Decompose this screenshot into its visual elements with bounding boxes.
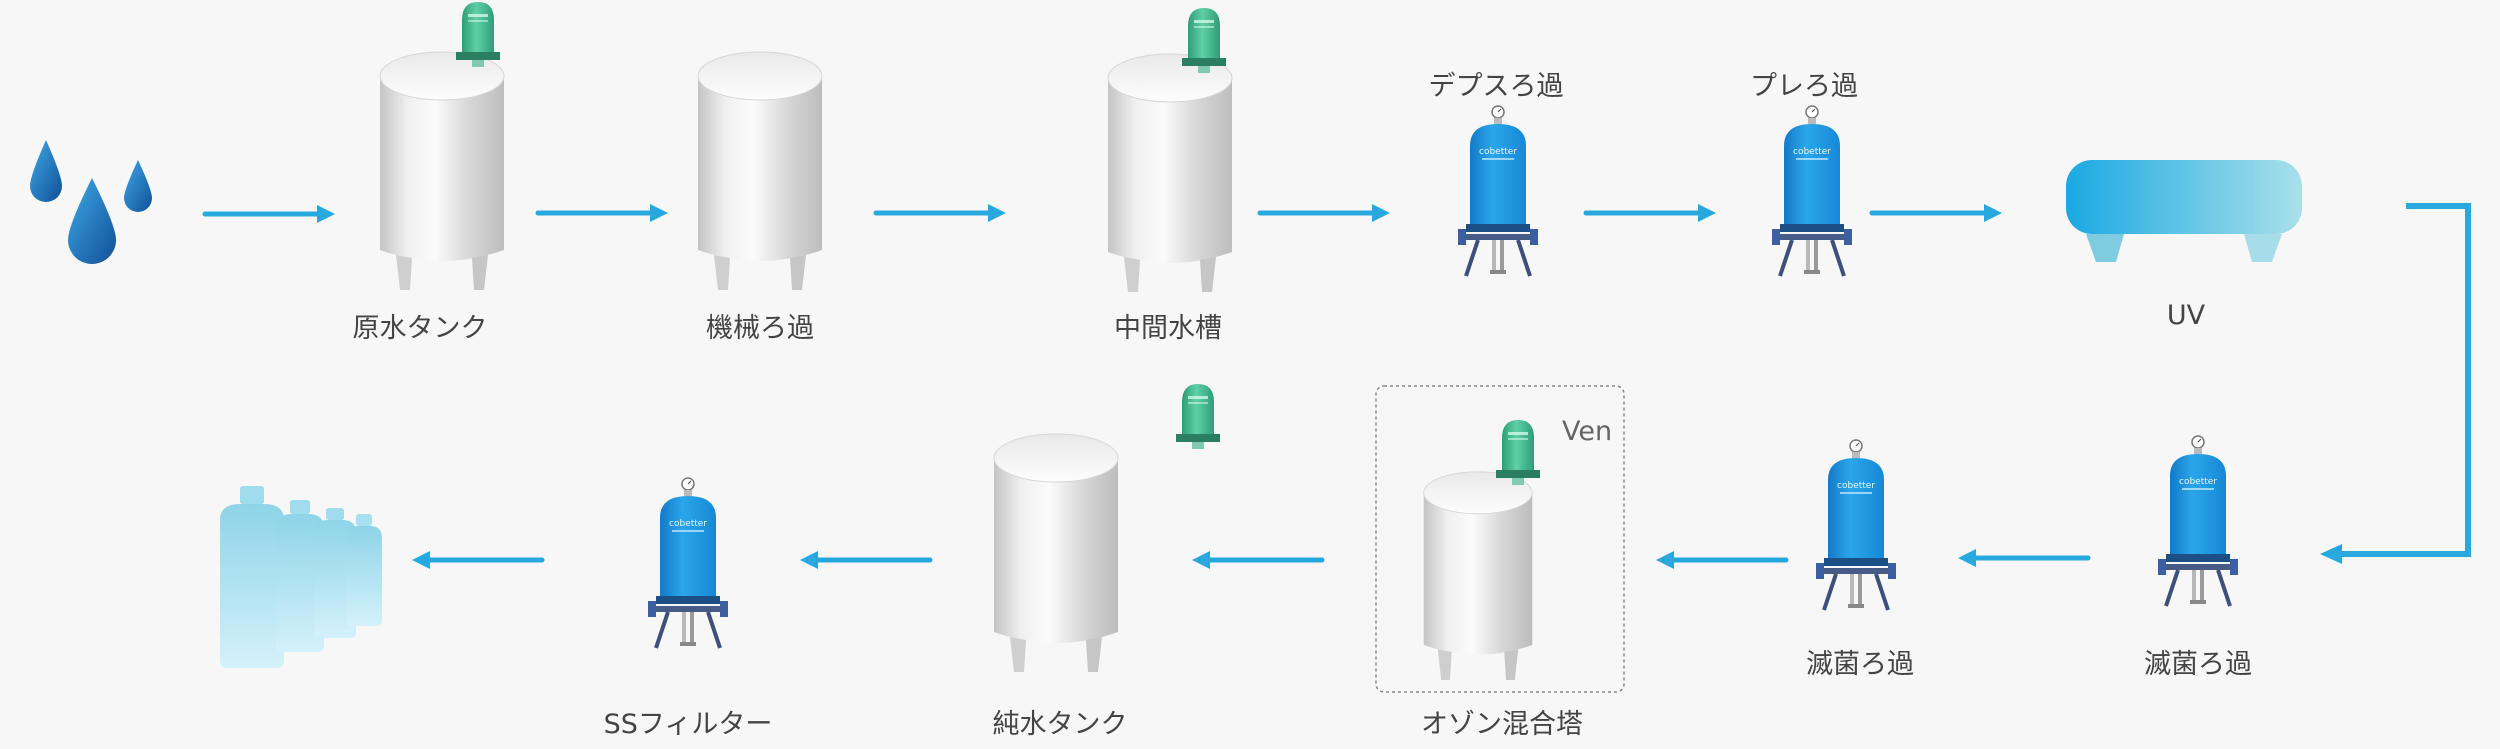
flow-connector-right <box>2320 203 2471 564</box>
label-ozone-mixing-tower: オゾン混合塔 <box>1421 709 1583 740</box>
ss-filter-housing <box>646 476 730 650</box>
label-pre-filtration: プレろ過 <box>1750 71 1858 102</box>
vent-icon <box>456 2 500 67</box>
label-raw-water-tank: 原水タンク <box>352 313 488 344</box>
label-ss-filter: SSフィルター <box>603 709 773 740</box>
label-vent: Ven <box>1562 416 1613 447</box>
flow-arrow-4 <box>1260 204 1390 222</box>
mechanical-filtration-tank <box>697 51 823 291</box>
flow-arrow-6 <box>1872 204 2002 222</box>
flow-arrow-3 <box>876 204 1006 222</box>
vent-icon <box>1182 8 1226 73</box>
label-pure-water-tank: 純水タンク <box>992 709 1128 740</box>
flow-arrow-9 <box>1192 551 1322 569</box>
flow-arrow-2 <box>538 204 668 222</box>
ozone-mixing-tower <box>1375 385 1625 693</box>
depth-filter-housing <box>1456 104 1540 278</box>
flow-arrow-11 <box>412 551 542 569</box>
flow-arrow-5 <box>1586 204 1716 222</box>
pre-filter-housing <box>1770 104 1854 278</box>
vent-icon <box>1176 384 1220 449</box>
label-uv: UV <box>2166 300 2206 331</box>
sterile-filter-housing-1 <box>2156 434 2240 608</box>
flow-arrow-1 <box>205 205 335 223</box>
uv-sterilizer-unit <box>2066 160 2302 262</box>
label-sterile-filtration-2: 滅菌ろ過 <box>1806 649 1914 680</box>
bottles-icon <box>220 486 382 668</box>
flow-arrow-10 <box>800 551 930 569</box>
intermediate-tank <box>1107 8 1233 293</box>
label-mechanical-filtration: 機械ろ過 <box>706 313 814 344</box>
label-depth-filtration: デプスろ過 <box>1428 71 1564 102</box>
pure-water-tank <box>993 384 1220 673</box>
water-drops-icon <box>30 140 152 264</box>
label-intermediate-tank: 中間水槽 <box>1114 313 1222 344</box>
sterile-filter-housing-2 <box>1814 438 1898 612</box>
label-sterile-filtration-1: 滅菌ろ過 <box>2144 649 2252 680</box>
raw-water-tank <box>379 2 505 291</box>
vent-icon <box>1496 420 1540 485</box>
flow-arrow-8 <box>1656 551 1786 569</box>
flow-arrow-7 <box>1958 549 2088 567</box>
